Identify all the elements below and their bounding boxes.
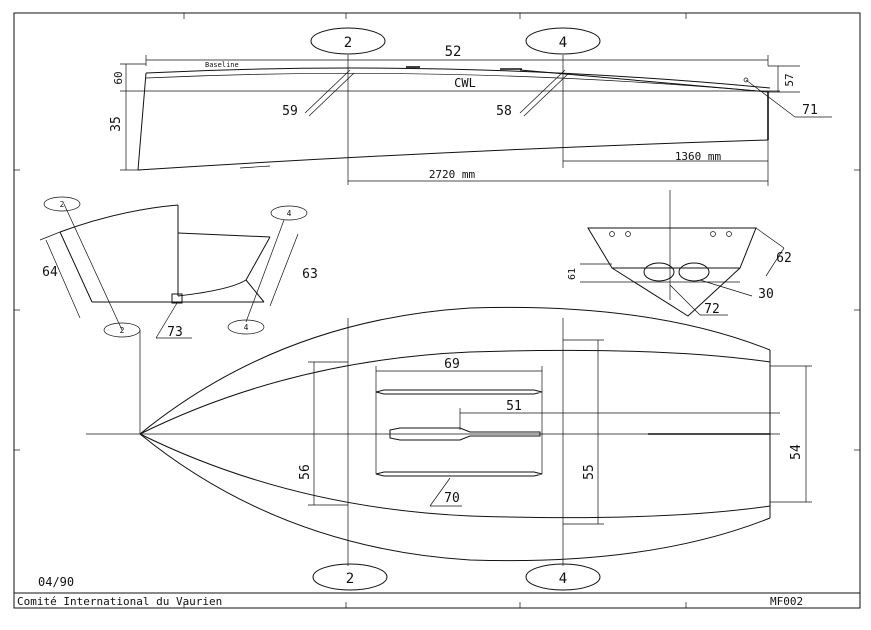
dim-55-label: 55 bbox=[582, 464, 597, 480]
cwl-label: CWL bbox=[454, 76, 476, 90]
dim-58-label: 58 bbox=[496, 104, 512, 119]
station-4-small-marker-bottom: 4 bbox=[227, 319, 265, 335]
plan-view: 69 51 56 55 54 70 bbox=[86, 306, 812, 566]
plan-inner-upper bbox=[139, 349, 771, 435]
station-2-small-bottom-label: 2 bbox=[120, 326, 125, 335]
dim-59-label: 59 bbox=[282, 104, 298, 119]
dim-2720-label: 2720 mm bbox=[429, 168, 476, 181]
station-4-bottom-label: 4 bbox=[559, 571, 567, 587]
transom-section-view: 61 62 30 72 bbox=[567, 190, 792, 317]
plan-inner-lower bbox=[139, 433, 771, 519]
dim-73-label: 73 bbox=[167, 325, 183, 340]
drawing-reference: MF002 bbox=[770, 595, 803, 608]
dim-61-label: 61 bbox=[567, 268, 578, 280]
dim-51-label: 51 bbox=[506, 399, 522, 414]
station-2-small-marker-top: 2 bbox=[43, 196, 81, 212]
dim-60-label: 60 bbox=[112, 71, 125, 84]
station-2-small-marker-bottom: 2 bbox=[103, 322, 141, 338]
station-2-bottom-label: 2 bbox=[346, 571, 354, 587]
plan-outer-upper bbox=[139, 306, 771, 435]
dim-62-label: 62 bbox=[776, 251, 792, 266]
dim-56-label: 56 bbox=[298, 464, 313, 480]
station-2-top-marker: 2 bbox=[310, 27, 386, 55]
profile-view: 52 Baseline CWL 60 35 57 59 bbox=[109, 44, 832, 186]
station-2-top-label: 2 bbox=[344, 35, 352, 51]
organization-name: Comité International du Vaurien bbox=[17, 595, 222, 608]
station-4-small-top-label: 4 bbox=[287, 209, 292, 218]
transom-outline bbox=[587, 227, 757, 269]
sheet-border bbox=[13, 12, 861, 609]
station-4-small-marker-top: 4 bbox=[270, 205, 308, 221]
hull-keel-line bbox=[137, 139, 769, 171]
station-4-small-bottom-label: 4 bbox=[244, 323, 249, 332]
sheer-line-inner bbox=[145, 72, 771, 93]
thwart-lower bbox=[375, 471, 543, 477]
dim-64-label: 64 bbox=[42, 265, 58, 280]
dim-69-label: 69 bbox=[444, 357, 460, 372]
station-2-small-top-label: 2 bbox=[60, 200, 65, 209]
side-section-view: 2 4 64 63 73 2 4 bbox=[39, 196, 318, 340]
sheer-line bbox=[145, 67, 771, 89]
baseline-label: Baseline bbox=[205, 61, 239, 69]
station-4-top-label: 4 bbox=[559, 35, 567, 51]
dim-57-label: 57 bbox=[783, 73, 796, 86]
thwart-upper bbox=[375, 389, 543, 395]
centreboard-case bbox=[389, 427, 541, 441]
dim-30-label: 30 bbox=[758, 287, 774, 302]
dim-70-label: 70 bbox=[444, 491, 460, 506]
dim-52-label: 52 bbox=[445, 44, 462, 60]
drawing-date: 04/90 bbox=[38, 575, 74, 589]
station-2-bottom-marker: 2 bbox=[312, 563, 388, 591]
station-4-top-marker: 4 bbox=[525, 27, 601, 55]
dim-63-label: 63 bbox=[302, 267, 318, 282]
station-4-bottom-marker: 4 bbox=[525, 563, 601, 591]
edge-ticks bbox=[14, 13, 860, 608]
dim-71-label: 71 bbox=[802, 103, 818, 118]
dim-1360-label: 1360 mm bbox=[675, 150, 722, 163]
dim-35-label: 35 bbox=[109, 116, 124, 132]
dim-72-label: 72 bbox=[704, 302, 720, 317]
plan-outer-lower bbox=[139, 433, 771, 562]
dim-54-label: 54 bbox=[789, 444, 804, 460]
